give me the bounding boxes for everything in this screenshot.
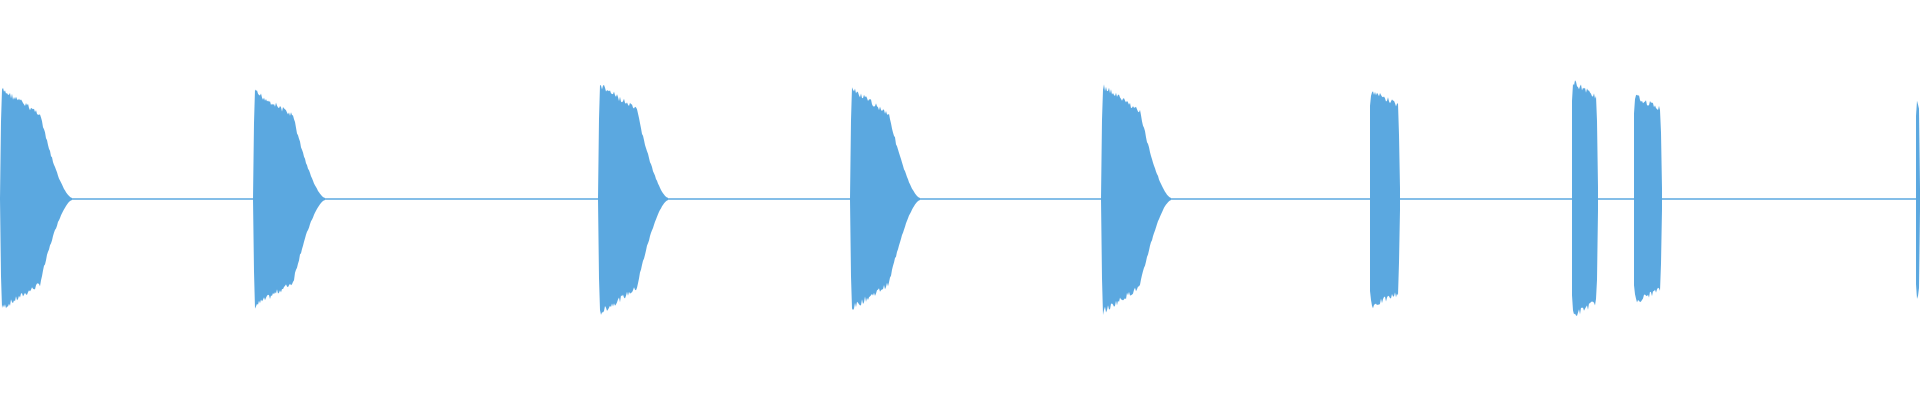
waveform-burst-5 [1101, 84, 1171, 316]
waveform-bursts-group [0, 80, 1920, 316]
waveform-burst-4 [850, 87, 920, 311]
waveform-burst-7 [1572, 80, 1598, 316]
waveform-baseline [0, 198, 1920, 200]
waveform-burst-6 [1370, 91, 1400, 309]
waveform-burst-9 [1916, 100, 1920, 299]
waveform-burst-8 [1634, 94, 1662, 303]
waveform-baseline-group [0, 198, 1920, 200]
waveform-burst-2 [253, 89, 325, 309]
waveform-burst-1 [0, 87, 72, 309]
waveform-burst-3 [598, 85, 668, 315]
